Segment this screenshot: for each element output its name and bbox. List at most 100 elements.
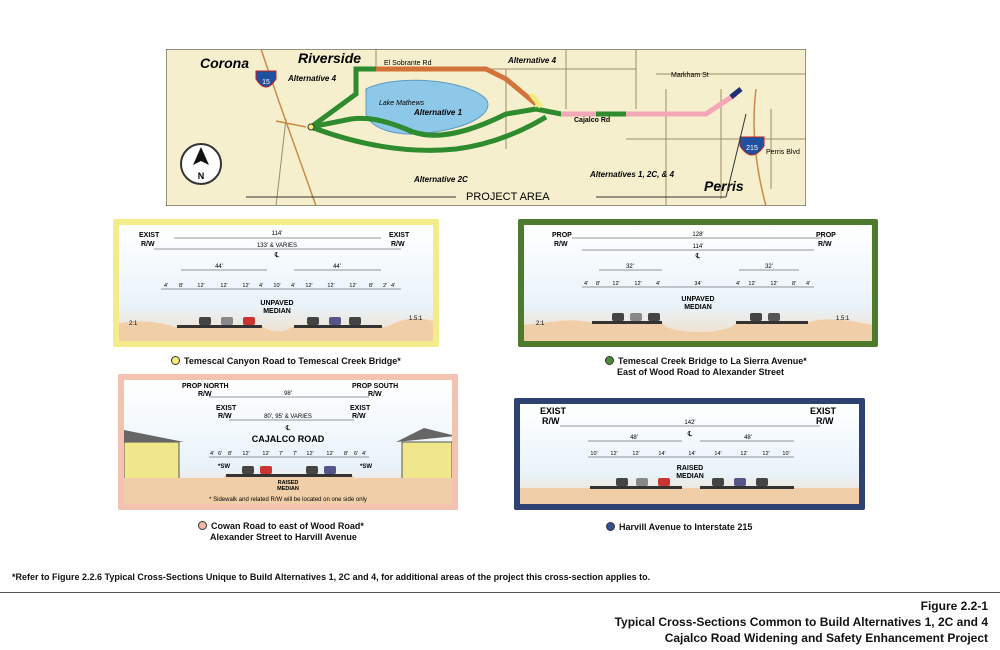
svg-text:14': 14': [714, 451, 721, 457]
svg-text:EXIST: EXIST: [540, 406, 567, 416]
svg-text:RAISED: RAISED: [677, 465, 703, 472]
svg-text:12': 12': [242, 283, 249, 289]
caption-panel-4: Harvill Avenue to Interstate 215: [606, 522, 752, 533]
cross-section-panel-1: EXIST R/W EXIST R/W 114' 133' & VARIES ℄…: [113, 219, 439, 347]
svg-text:44': 44': [215, 264, 223, 270]
north-arrow-icon: N: [180, 143, 222, 185]
divider: [0, 592, 1000, 593]
svg-text:32': 32': [626, 264, 634, 270]
svg-text:34': 34': [694, 281, 701, 287]
cross-section-panel-3: PROP NORTH R/W PROP SOUTH R/W 98' EXIST …: [118, 374, 458, 510]
svg-text:8': 8': [596, 281, 600, 287]
svg-text:Alternatives 1, 2C, & 4: Alternatives 1, 2C, & 4: [589, 170, 675, 179]
svg-text:Lake Mathews: Lake Mathews: [379, 100, 425, 107]
legend-dot-navy: [606, 522, 615, 531]
legend-dot-green: [605, 356, 614, 365]
legend-dot-salmon: [198, 521, 207, 530]
svg-text:℄: ℄: [285, 425, 291, 432]
svg-text:12': 12': [762, 451, 769, 457]
svg-text:98': 98': [284, 391, 292, 397]
legend-dot-yellow: [171, 356, 180, 365]
svg-text:12': 12': [305, 283, 312, 289]
svg-text:12': 12': [770, 281, 777, 287]
svg-text:10': 10': [590, 451, 597, 457]
caption-panel-2: Temescal Creek Bridge to La Sierra Avenu…: [605, 356, 807, 378]
city-riverside: Riverside: [298, 50, 361, 66]
svg-text:N: N: [198, 171, 205, 181]
svg-text:48': 48': [630, 435, 638, 441]
svg-text:44': 44': [333, 264, 341, 270]
svg-text:12': 12': [748, 281, 755, 287]
svg-text:UNPAVED: UNPAVED: [260, 300, 293, 307]
svg-text:PROP: PROP: [816, 232, 836, 239]
svg-text:R/W: R/W: [368, 391, 382, 398]
svg-text:6': 6': [218, 451, 222, 457]
svg-text:EXIST: EXIST: [389, 232, 410, 239]
svg-text:80', 95' & VARIES: 80', 95' & VARIES: [264, 414, 312, 420]
cross-section-panel-4: EXIST R/W EXIST R/W 142' ℄ 48' 48' 10'12…: [514, 398, 865, 510]
svg-text:El Sobrante Rd: El Sobrante Rd: [384, 60, 432, 67]
figure-title: Typical Cross-Sections Common to Build A…: [614, 615, 988, 629]
svg-text:12': 12': [326, 451, 333, 457]
svg-text:EXIST: EXIST: [216, 405, 237, 412]
svg-text:MEDIAN: MEDIAN: [277, 486, 299, 492]
svg-text:MEDIAN: MEDIAN: [684, 304, 712, 311]
svg-text:10': 10': [782, 451, 789, 457]
svg-text:32': 32': [765, 264, 773, 270]
project-map: 15 215 N Corona Riverside Perris Alterna…: [165, 48, 807, 207]
svg-text:114': 114': [693, 244, 704, 250]
svg-text:MEDIAN: MEDIAN: [263, 308, 291, 315]
svg-text:Alternative 2C: Alternative 2C: [413, 175, 468, 184]
svg-text:12': 12': [197, 283, 204, 289]
svg-text:*SW: *SW: [218, 464, 230, 470]
svg-text:2:1: 2:1: [129, 321, 138, 327]
svg-text:Cajalco Rd: Cajalco Rd: [574, 117, 610, 124]
svg-text:12': 12': [632, 451, 639, 457]
svg-text:Alternative 4: Alternative 4: [287, 74, 337, 83]
svg-text:R/W: R/W: [542, 416, 560, 426]
svg-text:12': 12': [740, 451, 747, 457]
svg-text:2': 2': [383, 283, 387, 289]
svg-text:8': 8': [228, 451, 232, 457]
svg-text:12': 12': [306, 451, 313, 457]
svg-text:RAISED: RAISED: [278, 480, 299, 486]
svg-text:12': 12': [612, 281, 619, 287]
svg-text:48': 48': [744, 435, 752, 441]
svg-text:4': 4': [164, 283, 168, 289]
svg-text:12': 12': [262, 451, 269, 457]
svg-text:10': 10': [273, 283, 280, 289]
svg-text:Perris Blvd: Perris Blvd: [766, 149, 800, 156]
svg-text:℄: ℄: [687, 431, 693, 438]
svg-text:142': 142': [684, 420, 695, 426]
svg-text:12': 12': [634, 281, 641, 287]
svg-text:14': 14': [688, 451, 695, 457]
svg-text:8': 8': [792, 281, 796, 287]
figure-number: Figure 2.2-1: [920, 599, 988, 613]
svg-text:12': 12': [242, 451, 249, 457]
svg-text:MEDIAN: MEDIAN: [676, 473, 704, 480]
svg-text:12': 12': [610, 451, 617, 457]
svg-text:℄: ℄: [695, 253, 701, 260]
svg-text:Alternative 1: Alternative 1: [413, 108, 463, 117]
svg-text:4': 4': [291, 283, 295, 289]
svg-text:15: 15: [262, 79, 270, 86]
svg-text:CAJALCO ROAD: CAJALCO ROAD: [252, 434, 325, 444]
svg-text:133' & VARIES: 133' & VARIES: [257, 243, 297, 249]
svg-text:4': 4': [210, 451, 214, 457]
svg-text:℄: ℄: [274, 252, 280, 259]
svg-text:7': 7': [279, 451, 283, 457]
svg-text:12': 12': [220, 283, 227, 289]
svg-text:114': 114': [272, 231, 283, 237]
svg-text:R/W: R/W: [198, 391, 212, 398]
svg-text:Alternative 4: Alternative 4: [507, 56, 557, 65]
svg-text:12': 12': [327, 283, 334, 289]
svg-text:EXIST: EXIST: [350, 405, 371, 412]
project-area-label: PROJECT AREA: [466, 191, 550, 203]
svg-text:PROP NORTH: PROP NORTH: [182, 383, 229, 390]
svg-text:R/W: R/W: [818, 241, 832, 248]
svg-text:8': 8': [344, 451, 348, 457]
project-title: Cajalco Road Widening and Safety Enhance…: [664, 631, 988, 645]
svg-text:R/W: R/W: [141, 241, 155, 248]
footnote: *Refer to Figure 2.2.6 Typical Cross-Sec…: [12, 572, 651, 582]
svg-text:UNPAVED: UNPAVED: [681, 296, 714, 303]
